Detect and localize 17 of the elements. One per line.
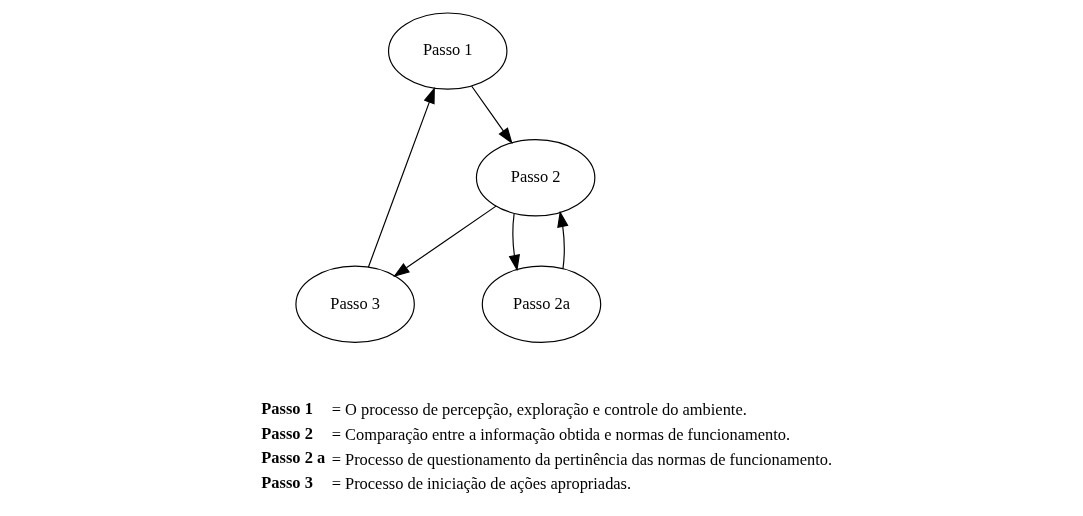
arrow — [393, 205, 497, 277]
arrow — [508, 212, 520, 272]
label: = Processo de questionamento da pertinência das normas de funcionamento. — [331, 449, 833, 469]
arrow — [367, 87, 435, 268]
label: = O processo de percepção, exploração e controle do ambiente. — [331, 400, 747, 420]
label: Passo 2 a — [261, 448, 326, 468]
label: Passo 3 — [261, 472, 313, 492]
node-ellipse: Passo 1 — [387, 12, 508, 90]
label: Passo 2 — [261, 423, 313, 443]
arrow — [471, 85, 513, 145]
node-ellipse: Passo 2 — [475, 139, 596, 217]
label: = Processo de iniciação de ações apropriadas. — [331, 474, 632, 494]
node-ellipse: Passo 3 — [295, 265, 415, 343]
node-ellipse: Passo 2a — [481, 265, 602, 343]
label: = Comparação entre a informação obtida e normas de funcionamento. — [331, 424, 791, 444]
arrow — [557, 210, 569, 270]
label: Passo 1 — [261, 399, 313, 419]
